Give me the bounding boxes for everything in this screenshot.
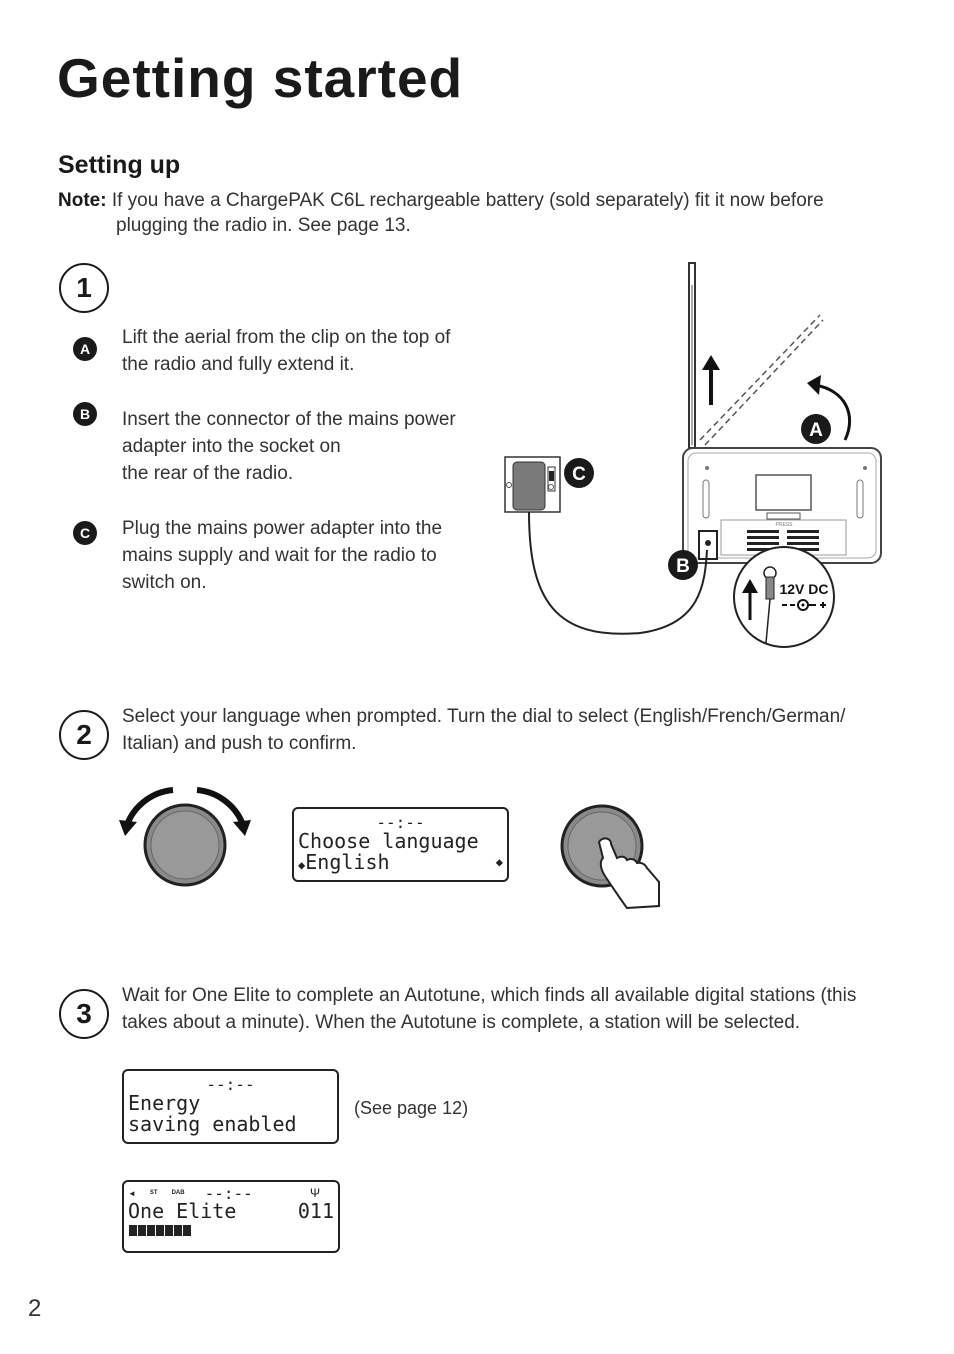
signal-strength-bar [129,1225,191,1236]
figure-label-c: C [572,464,586,485]
left-arrow-icon: ◆ [298,858,306,872]
figure-badge-c [564,458,594,488]
push-dial-icon [560,804,660,910]
step-1-item-a: Lift the aerial from the clip on the top… [122,324,502,378]
right-arrow-icon: ◆ [495,855,503,869]
station-number: 011 [297,1199,334,1223]
radio-rear-icon: PRESS [682,447,882,564]
dab-indicator: DAB [171,1190,185,1196]
power-adapter-icon [504,456,561,513]
lcd-line-1: Choose language [298,829,479,853]
dc-socket-zoom: 12V DC [733,546,835,648]
note-text-line2: plugging the radio in. See page 13. [116,215,411,236]
step-3-line: Wait for One Elite to complete an Autotu… [122,985,857,1006]
step-1-item-c-line: mains supply and wait for the radio to [122,545,437,566]
step-1-badge-a: A [73,337,97,361]
step-3-text: Wait for One Elite to complete an Autotu… [122,982,922,1036]
step-1-item-c: Plug the mains power adapter into the ma… [122,515,502,596]
step-1-item-b-line: Insert the connector of the mains power [122,409,456,430]
step-1-number: 1 [59,263,109,313]
dc-label: 12V DC [779,581,828,597]
step-1-item-b: Insert the connector of the mains power … [122,406,502,487]
step-2-line: Italian) and push to confirm. [122,733,357,754]
step-1-item-c-line: switch on. [122,572,207,593]
radio-setup-illustration: A PRESS C B [504,262,882,648]
step-1-item-a-line: Lift the aerial from the clip on the top… [122,327,451,348]
lcd-time: --:-- [206,1075,255,1094]
step-2-line: Select your language when prompted. Turn… [122,706,846,727]
step-2-number: 2 [59,710,109,760]
speaker-icon: ◄ [128,1188,136,1198]
press-label: PRESS [776,522,794,528]
step-1-item-b-line: the rear of the radio. [122,463,294,484]
figure-label-b: B [676,556,690,577]
page-number: 2 [28,1295,42,1322]
lcd-time: --:-- [204,1183,253,1203]
section-title: Setting up [58,151,181,179]
lcd-line-2: saving enabled [128,1112,297,1136]
figure-badge-a [801,414,831,444]
step-3-number: 3 [59,989,109,1039]
lcd-language-value: English [305,850,390,874]
see-page-reference: (See page 12) [354,1098,469,1118]
note-label: Note: [58,190,107,211]
step-1-badge-c: C [73,521,97,545]
figure-label-a: A [809,420,823,441]
lcd-choose-language: --:-- Choose language ◆English ◆ [292,807,509,882]
lcd-line-2: ◆English ◆ [298,852,503,876]
aerial-icon [688,262,824,449]
rotate-dial-icon [119,787,251,887]
lcd-station: ◄ ST DAB --:-- Ψ One Elite 011 [122,1180,340,1253]
station-name: One Elite [128,1199,237,1223]
step-1-badge-b: B [73,402,97,426]
curved-arrow-icon [807,375,851,441]
figure-badge-b [668,550,698,580]
step-1-item-b-line: adapter into the socket on [122,436,341,457]
up-arrow-icon [702,355,720,405]
step-2-text: Select your language when prompted. Turn… [122,703,912,757]
note: Note: If you have a ChargePAK C6L rechar… [58,188,878,238]
dc-polarity-icon [782,599,826,611]
step-1-item-c-line: Plug the mains power adapter into the [122,518,443,539]
lcd-status-row: ◄ ST DAB --:-- Ψ [128,1183,334,1203]
lcd-station-row: One Elite 011 [128,1201,334,1222]
lcd-energy-saving: --:-- Energy saving enabled [122,1069,339,1144]
lcd-line-1: Energy [128,1091,201,1115]
note-text-line1: If you have a ChargePAK C6L rechargeable… [111,190,824,211]
step-3-line: takes about a minute). When the Autotune… [122,1012,801,1033]
st-indicator: ST [149,1190,158,1196]
lcd-time: --:-- [376,813,425,832]
page-title: Getting started [57,47,464,109]
finger-icon [597,837,660,910]
signal-antenna-icon: Ψ [309,1186,320,1200]
step-1-item-a-line: the radio and fully extend it. [122,354,355,375]
